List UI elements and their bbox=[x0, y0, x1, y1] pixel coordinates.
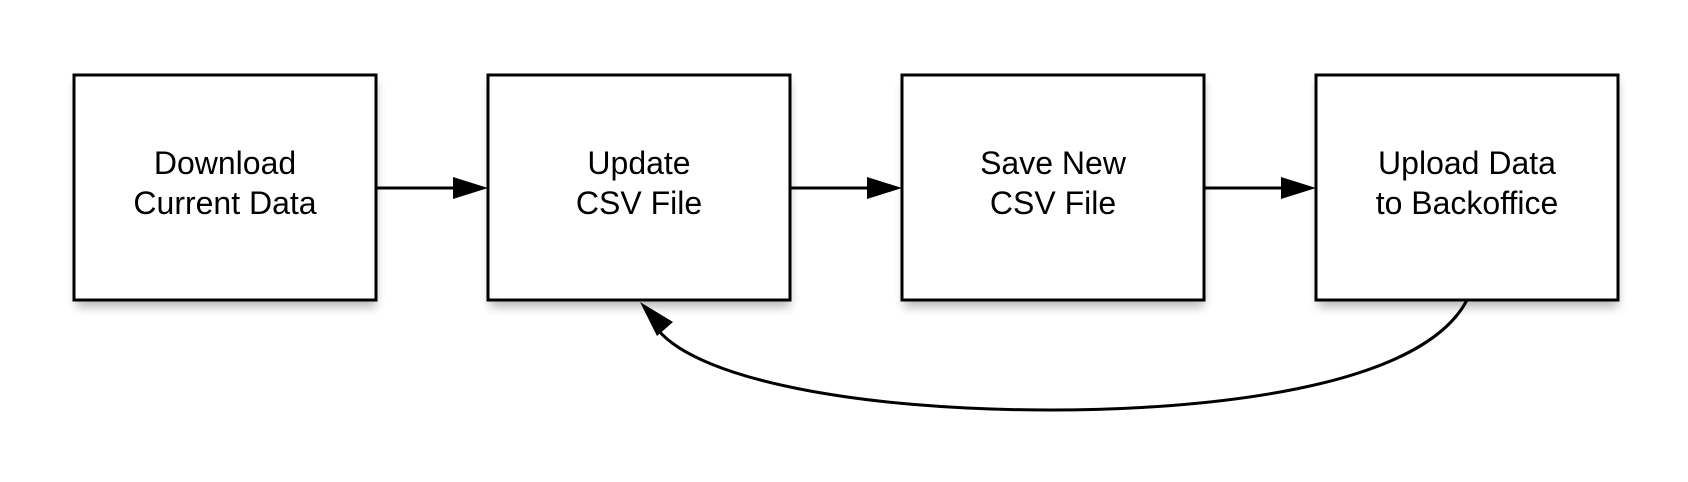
arrowhead-icon bbox=[453, 177, 488, 199]
arrowhead-icon bbox=[1281, 177, 1316, 199]
node-upload-line1: Upload Data bbox=[1378, 145, 1556, 181]
svg-text:CSV File: CSV File bbox=[576, 185, 702, 221]
node-upload-data-to-backoffice: Upload Data to Backoffice bbox=[1314, 73, 1620, 307]
node-save-new-csv-file: Save New CSV File bbox=[900, 73, 1206, 307]
node-upload-line2: to Backoffice bbox=[1376, 185, 1559, 221]
node-update-line1: Update bbox=[587, 145, 690, 181]
edge-download-to-update bbox=[376, 177, 488, 199]
node-download-current-data: Download Current Data bbox=[72, 73, 378, 307]
node-download-line2: Current Data bbox=[133, 185, 316, 221]
svg-text:Upload Data: Upload Data bbox=[1378, 145, 1556, 181]
svg-text:to Backoffice: to Backoffice bbox=[1376, 185, 1559, 221]
edge-upload-to-update-loop bbox=[640, 299, 1469, 412]
svg-text:Download: Download bbox=[154, 145, 296, 181]
node-save-line1: Save New bbox=[980, 145, 1127, 181]
svg-text:Save New: Save New bbox=[980, 145, 1127, 181]
node-download-line1: Download bbox=[154, 145, 296, 181]
svg-text:Update: Update bbox=[587, 145, 690, 181]
svg-text:CSV File: CSV File bbox=[990, 185, 1116, 221]
node-update-csv-file: Update CSV File bbox=[486, 73, 792, 307]
arrowhead-icon bbox=[640, 302, 673, 336]
edge-update-to-save bbox=[790, 177, 902, 199]
svg-text:Current Data: Current Data bbox=[133, 185, 316, 221]
node-save-line2: CSV File bbox=[990, 185, 1116, 221]
edge-save-to-upload bbox=[1204, 177, 1316, 199]
node-update-line2: CSV File bbox=[576, 185, 702, 221]
arrowhead-icon bbox=[867, 177, 902, 199]
